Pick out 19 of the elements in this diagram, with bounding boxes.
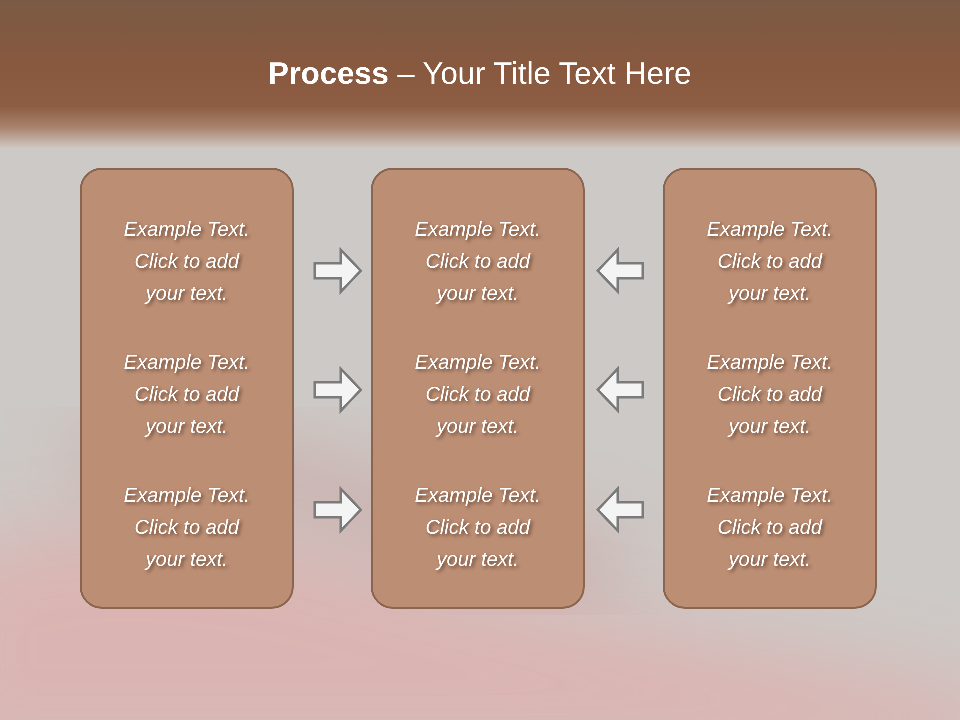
slide-title: Process – Your Title Text Here: [267, 55, 693, 93]
box-text: Example Text. Click to add your text.: [414, 218, 542, 307]
block-arrow: [596, 246, 644, 296]
block-arrow: [596, 366, 644, 414]
block-arrow: [314, 486, 363, 534]
box-text: Example Text. Click to add your text.: [706, 351, 834, 440]
box-text: Example Text. Click to add your text.: [123, 218, 251, 307]
block-arrow: [314, 366, 363, 414]
process-box: [371, 168, 585, 609]
process-box: [80, 168, 294, 609]
box-text: Example Text. Click to add your text.: [123, 484, 251, 573]
block-arrow: [596, 486, 644, 534]
box-text: Example Text. Click to add your text.: [706, 218, 834, 307]
block-arrow: [314, 246, 363, 296]
box-text: Example Text. Click to add your text.: [414, 484, 542, 573]
box-text: Example Text. Click to add your text.: [123, 351, 251, 440]
box-text: Example Text. Click to add your text.: [414, 351, 542, 440]
process-box: [663, 168, 877, 609]
box-text: Example Text. Click to add your text.: [706, 484, 834, 573]
